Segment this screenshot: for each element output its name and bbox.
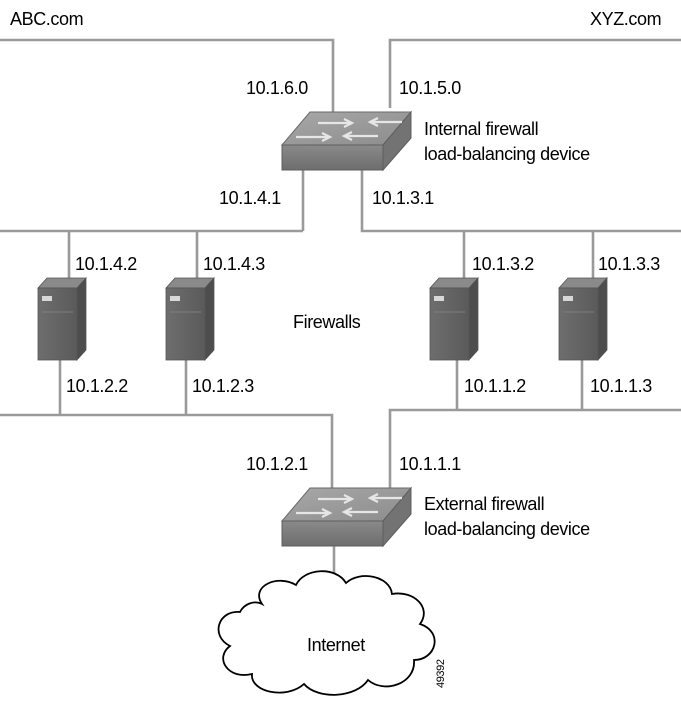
site-abc-label: ABC.com	[10, 9, 83, 29]
firewall-4-top-addr: 10.1.3.3	[598, 254, 660, 274]
firewall-2-top-addr: 10.1.4.3	[203, 254, 265, 274]
firewall-2-bottom-addr: 10.1.2.3	[192, 376, 254, 396]
internal-addr-bottom-left: 10.1.4.1	[219, 188, 281, 208]
abc-link	[0, 38, 335, 112]
internal-addr-top-right: 10.1.5.0	[399, 78, 461, 98]
firewall-3-top-addr: 10.1.3.2	[472, 254, 534, 274]
internal-device-label-line1: Internal firewall	[424, 119, 538, 139]
external-addr-top-left: 10.1.2.1	[246, 454, 308, 474]
firewall-4-bottom-addr: 10.1.1.3	[590, 376, 652, 396]
segment-10-1-1-bus	[388, 408, 681, 490]
network-links	[0, 38, 681, 602]
site-xyz-label: XYZ.com	[590, 9, 661, 29]
internal-addr-top-left: 10.1.6.0	[246, 78, 308, 98]
internal-load-balancer-icon	[280, 110, 413, 172]
external-device-label-line1: External firewall	[424, 494, 544, 514]
internet-label: Internet	[307, 635, 365, 655]
segment-10-1-3-link	[360, 170, 681, 233]
firewall-1-bottom-addr: 10.1.2.2	[66, 376, 128, 396]
internal-device-label-line2: load-balancing device	[424, 144, 590, 164]
firewall-3-bottom-addr: 10.1.1.2	[464, 376, 526, 396]
external-load-balancer-icon	[280, 486, 413, 548]
external-addr-top-right: 10.1.1.1	[399, 454, 461, 474]
firewall-server-icon	[558, 276, 608, 362]
internet-cloud-icon	[217, 570, 436, 696]
firewall-server-icon	[37, 276, 87, 362]
firewall-server-icon	[165, 276, 215, 362]
firewall-server-icon	[429, 276, 479, 362]
xyz-link	[388, 38, 681, 108]
segment-10-1-2-bus	[0, 413, 334, 490]
firewall-1-top-addr: 10.1.4.2	[75, 254, 137, 274]
internal-addr-bottom-right: 10.1.3.1	[372, 188, 434, 208]
external-device-label-line2: load-balancing device	[424, 519, 590, 539]
figure-id-label: 49392	[435, 659, 447, 688]
firewalls-label: Firewalls	[293, 312, 361, 332]
